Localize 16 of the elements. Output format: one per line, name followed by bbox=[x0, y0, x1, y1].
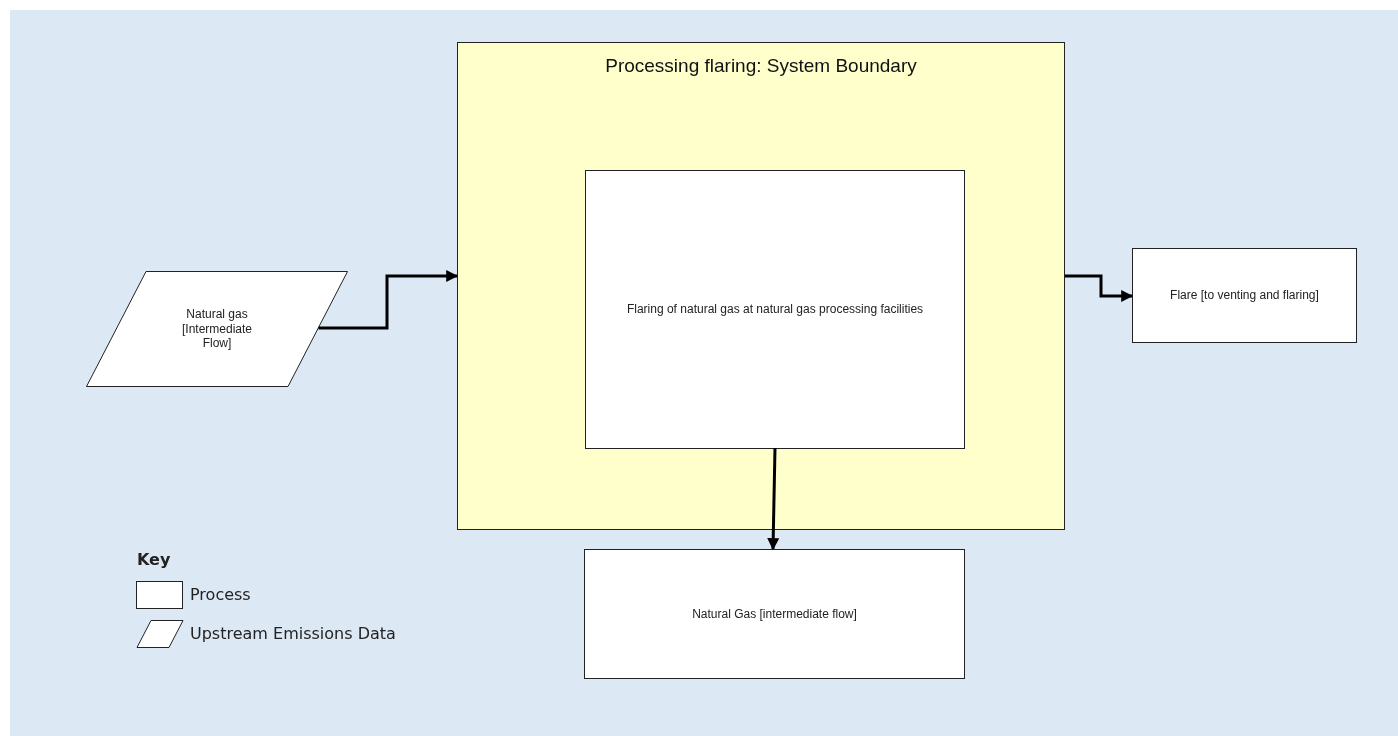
node-label: Flaring of natural gas at natural gas processing facilities bbox=[626, 302, 924, 317]
node-label: Natural Gas [intermediate flow] bbox=[692, 606, 857, 622]
arrow bbox=[1065, 274, 1134, 302]
legend-title: Key bbox=[137, 550, 171, 569]
node-label: Natural gas [Intermediate Flow] bbox=[180, 307, 253, 351]
node-label: Flare [to venting and flaring] bbox=[1170, 288, 1319, 303]
boundary-title: Processing flaring: System Boundary bbox=[604, 55, 918, 77]
arrow bbox=[767, 447, 780, 551]
legend-label: Process bbox=[190, 585, 251, 604]
arrow bbox=[318, 270, 459, 330]
legend-label: Upstream Emissions Data bbox=[190, 624, 396, 643]
process-box bbox=[585, 170, 965, 449]
process-box bbox=[1132, 248, 1357, 343]
system-boundary-box bbox=[457, 42, 1065, 530]
process-box bbox=[584, 549, 965, 679]
data-parallelogram bbox=[86, 271, 348, 387]
